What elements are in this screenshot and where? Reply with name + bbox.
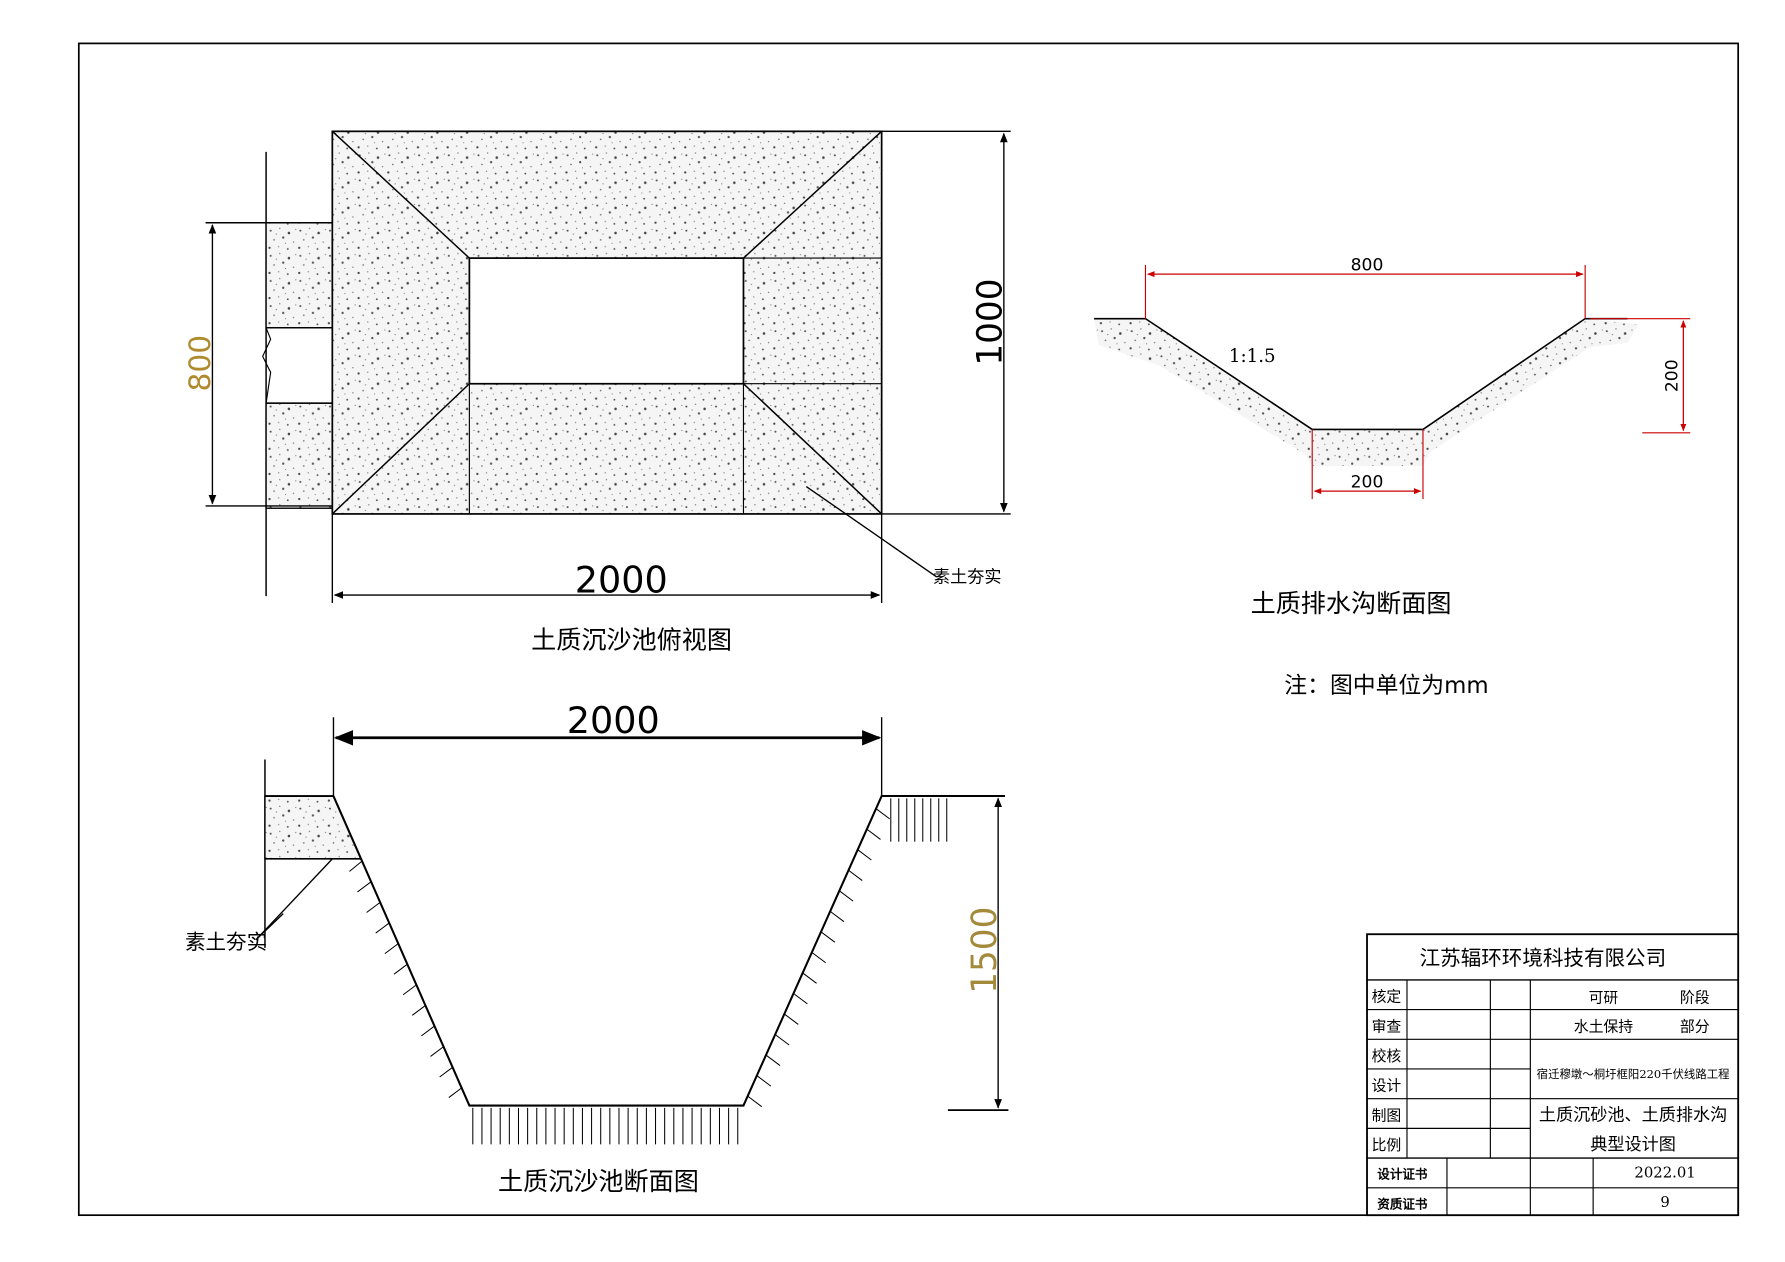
plan-depth-dim-text: 1000 xyxy=(971,278,1011,365)
section-view: 2000 1500 素土夯实 土质沉沙池断面图 xyxy=(185,699,1009,1196)
section-width-dim-text: 2000 xyxy=(567,699,660,742)
plan-width-dim-text: 2000 xyxy=(575,559,668,602)
units-note: 注：图中单位为mm xyxy=(1284,673,1488,699)
drawing-date: 2022.01 xyxy=(1634,1164,1695,1181)
ditch-slope-text: 1:1.5 xyxy=(1229,346,1276,367)
drawing-name-line1: 土质沉砂池、土质排水沟 xyxy=(1539,1105,1727,1125)
project-name: 宿迁穆墩～桐圩框阳220千伏线路工程 xyxy=(1537,1067,1730,1081)
sheet-number: 9 xyxy=(1660,1194,1669,1211)
cert-design: 设计证书 xyxy=(1377,1167,1428,1182)
role-review: 审查 xyxy=(1372,1018,1402,1035)
section-depth-dim-text: 1500 xyxy=(965,907,1005,994)
ditch-depth-dim-text: 200 xyxy=(1663,359,1683,392)
ditch-bottom-dim-text: 200 xyxy=(1351,473,1384,493)
company-name: 江苏辐环环境科技有限公司 xyxy=(1420,946,1667,970)
stage-label: 阶段 xyxy=(1680,990,1710,1007)
stage-value: 可研 xyxy=(1589,990,1619,1007)
ditch-top-dim-text: 800 xyxy=(1351,256,1384,276)
drawing-name-line2: 典型设计图 xyxy=(1590,1135,1676,1155)
section-basin-profile xyxy=(332,795,1005,1107)
ditch-section: 800 200 200 1:1.5 土质排水沟断面图 xyxy=(1094,256,1691,618)
plan-material-label: 素土夯实 xyxy=(933,567,1001,587)
inlet-dim-text: 800 xyxy=(183,335,218,392)
role-approve: 核定 xyxy=(1372,989,1402,1006)
role-scale: 比例 xyxy=(1372,1137,1402,1154)
plan-view: 800 1000 2000 素土夯实 土质沉沙池俯视图 xyxy=(183,130,1011,655)
section-material-label: 素土夯实 xyxy=(185,930,267,954)
role-draft: 制图 xyxy=(1372,1107,1402,1124)
inlet-channel-lower xyxy=(265,402,334,509)
inlet-channel-upper xyxy=(265,222,334,329)
plan-view-title: 土质沉沙池俯视图 xyxy=(531,626,732,655)
ditch-section-title: 土质排水沟断面图 xyxy=(1251,589,1452,618)
title-block: 江苏辐环环境科技有限公司 核定 审查 校核 设计 制图 比例 可研 阶段 水土保… xyxy=(1366,933,1740,1217)
part-label: 部分 xyxy=(1680,1018,1710,1035)
cert-qualification: 资质证书 xyxy=(1377,1196,1428,1211)
drawing-frame xyxy=(77,42,1740,1217)
role-design: 设计 xyxy=(1372,1078,1402,1095)
basin-bottom xyxy=(468,257,745,385)
section-view-title: 土质沉沙池断面图 xyxy=(498,1167,699,1196)
role-check: 校核 xyxy=(1372,1048,1402,1065)
ditch-soil-fill xyxy=(1094,318,1639,466)
part-value: 水土保持 xyxy=(1574,1018,1633,1035)
